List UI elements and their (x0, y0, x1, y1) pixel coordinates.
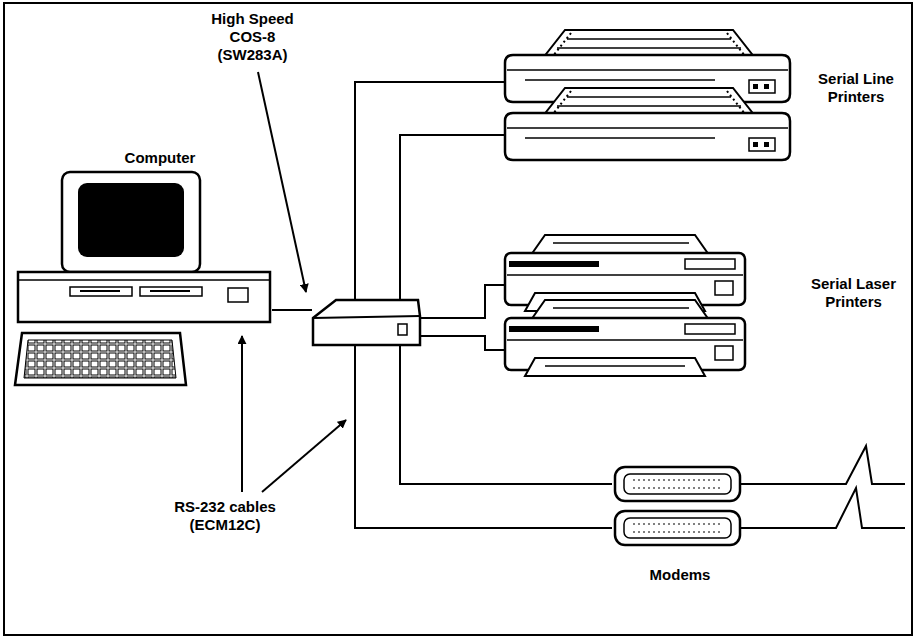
line-printer (505, 88, 790, 160)
device-node: Modems (612, 460, 748, 595)
computer-illustration (15, 172, 270, 385)
device-node: High Speed COS-8 (SW283A) (312, 300, 421, 346)
device-label: High Speed COS-8 (SW283A) (200, 10, 305, 64)
cos8-switch-box (313, 300, 420, 345)
callout-arrow (262, 420, 346, 492)
modem (615, 511, 740, 545)
device-label: Computer (110, 149, 210, 167)
cable-line (421, 336, 505, 350)
modem (615, 467, 740, 501)
laser-printer (505, 300, 745, 376)
device-node: Computer (15, 145, 272, 387)
cable-line (272, 309, 312, 311)
callout-arrow (258, 72, 306, 292)
device-label: Serial Line Printers (810, 70, 902, 106)
callout-arrow (241, 336, 243, 492)
device-label: Modems (612, 566, 748, 584)
cable-line (421, 285, 505, 318)
cable-line (355, 346, 612, 528)
cable-line (400, 346, 612, 484)
cable-line (400, 135, 505, 300)
device-node: Serial Line Printers (505, 20, 900, 165)
frame (4, 3, 912, 635)
phone-line (740, 488, 905, 528)
device-node: Serial Laser Printers (505, 230, 900, 390)
cable-label: RS-232 cables (ECM12C) (160, 498, 290, 534)
device-label: Serial Laser Printers (805, 275, 902, 311)
phone-line (740, 446, 905, 484)
cable-line (355, 82, 505, 300)
